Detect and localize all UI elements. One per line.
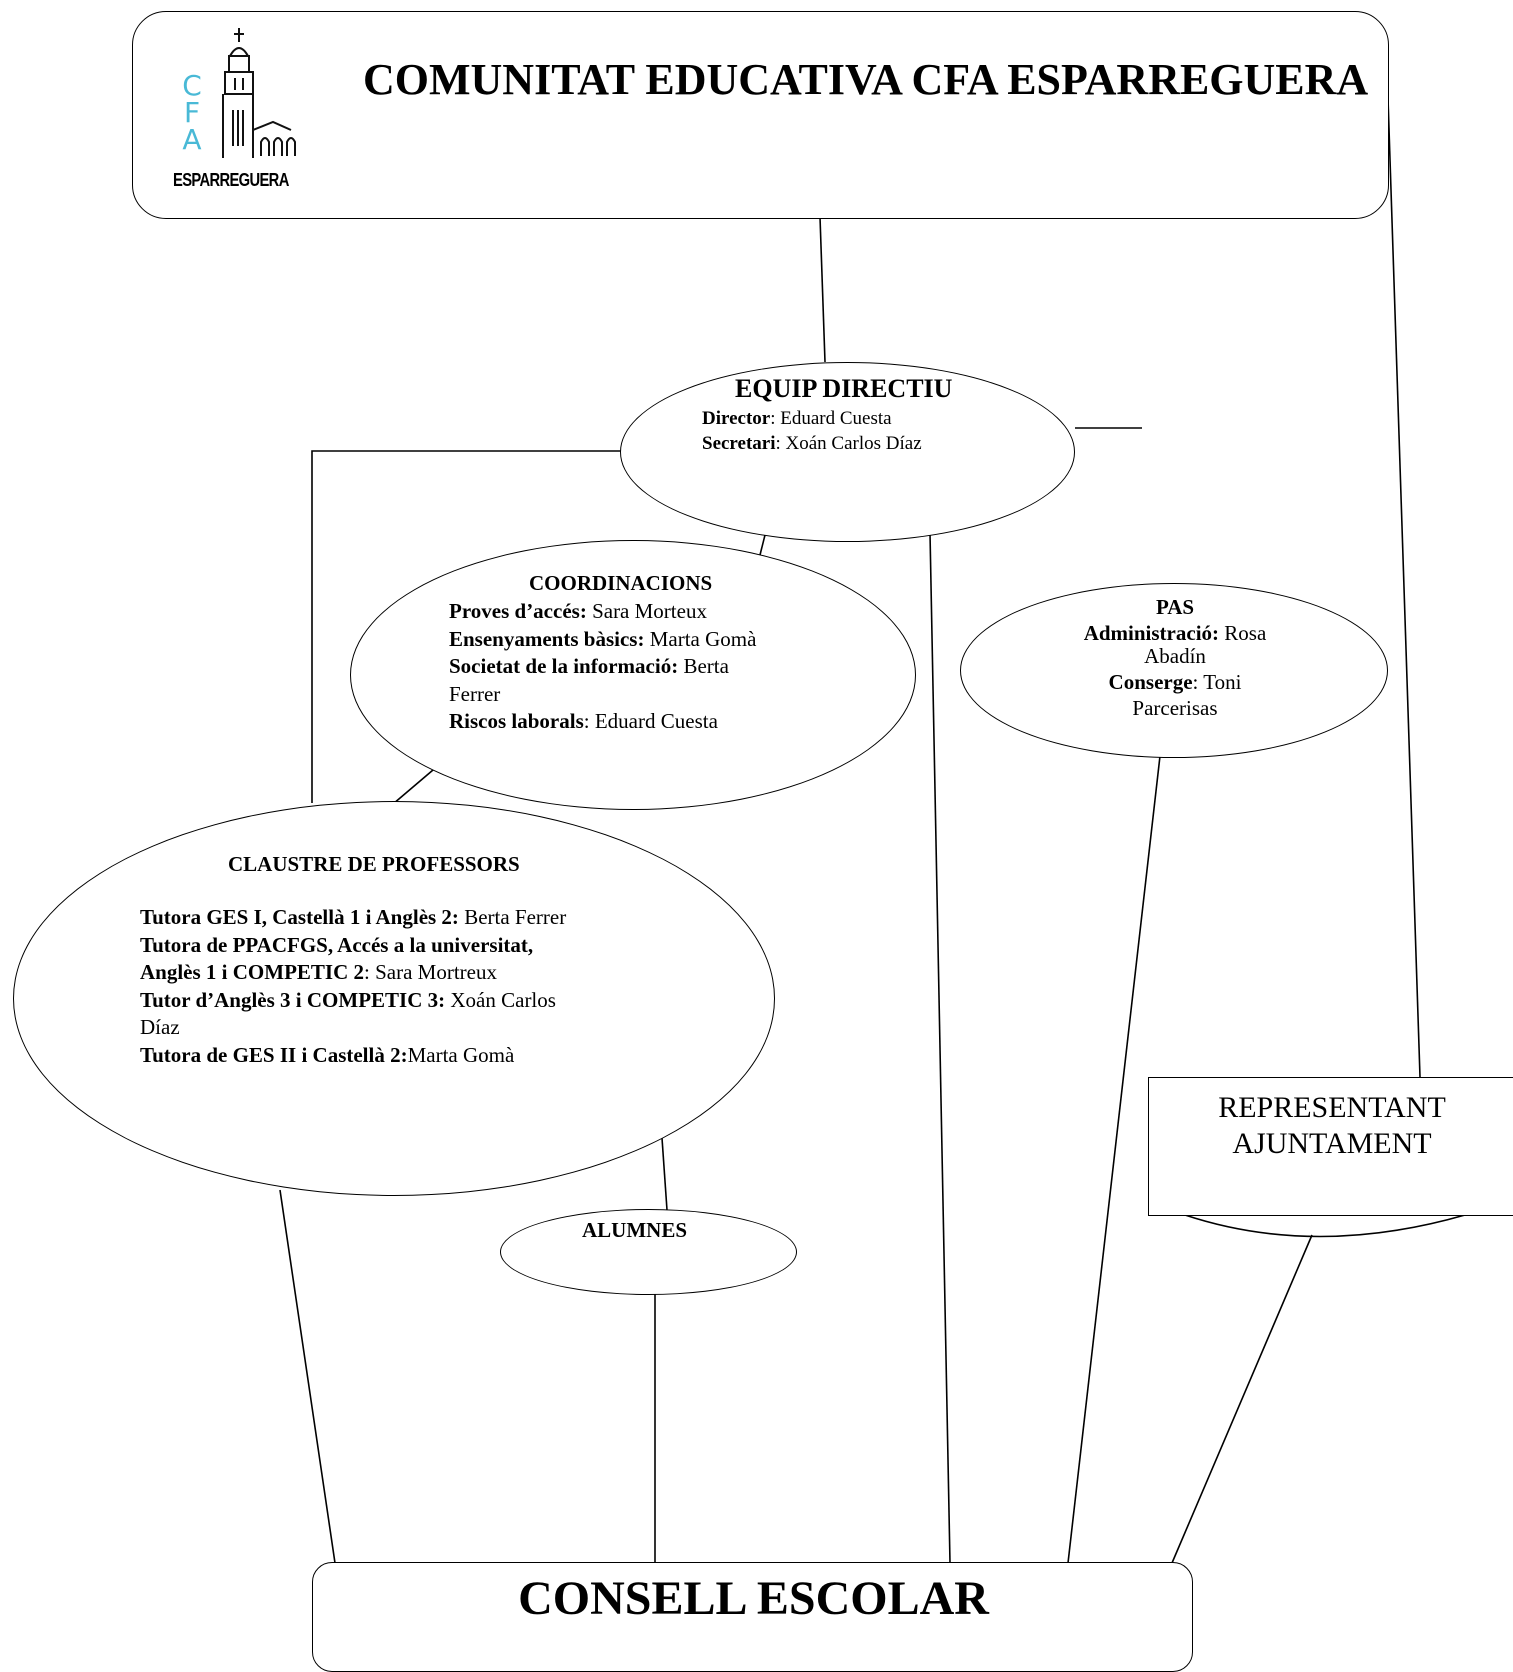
- coordinacio-label: Proves d’accés:: [449, 599, 587, 623]
- coordinacio-item: Riscos laborals: Eduard Cuesta: [449, 708, 756, 736]
- logo-wordmark: ESPARREGUERA: [173, 170, 289, 190]
- director-label: Director: [702, 408, 771, 429]
- coordinacio-value: Berta: [678, 654, 729, 678]
- pas-conserge-row: Conserge: Toni: [1020, 669, 1330, 695]
- connector-representant-consell: [1171, 1234, 1313, 1564]
- consell-escolar-box: CONSELL ESCOLAR: [312, 1562, 1193, 1672]
- claustre-item: Anglès 1 i COMPETIC 2: Sara Mortreux: [140, 959, 566, 987]
- coordinacio-item-cont: Ferrer: [449, 681, 501, 706]
- coordinacio-label: Riscos laborals: [449, 709, 584, 733]
- claustre-label: Anglès 1 i COMPETIC 2: [140, 960, 365, 984]
- representant-line2: AJUNTAMENT: [1232, 1127, 1432, 1160]
- alumnes-node: [500, 1209, 797, 1295]
- coordinacions-list: Proves d’accés: Sara Morteux Ensenyament…: [449, 598, 756, 736]
- secretari-label: Secretari: [702, 433, 776, 454]
- representant-text: REPRESENTANT AJUNTAMENT: [1149, 1090, 1513, 1162]
- claustre-value: Berta Ferrer: [458, 905, 567, 929]
- representant-box: REPRESENTANT AJUNTAMENT: [1148, 1077, 1513, 1216]
- equip-directiu-node: [620, 362, 1075, 542]
- claustre-item: Tutor d’Anglès 3 i COMPETIC 3: Xoán Carl…: [140, 987, 566, 1015]
- coordinacio-label: Societat de la informació:: [449, 654, 679, 678]
- connector-claustre-consell: [279, 1189, 336, 1564]
- connector-claustre-alumnes: [661, 1137, 668, 1211]
- claustre-list: Tutora GES I, Castellà 1 i Anglès 2: Ber…: [140, 904, 566, 1069]
- coordinacio-item: Proves d’accés: Sara Morteux: [449, 598, 756, 626]
- bell-tower-icon: [222, 28, 296, 158]
- admin-value: Rosa: [1219, 621, 1267, 645]
- connector-header-representant: [1387, 97, 1421, 1078]
- connector-header-equip: [819, 216, 826, 363]
- connector-equip-claustre: [311, 450, 622, 803]
- claustre-value: Marta Gomà: [407, 1042, 515, 1067]
- coordinacio-item: Societat de la informació: Berta: [449, 653, 756, 681]
- connector-pas-consell: [1067, 755, 1161, 1564]
- representant-shadow-ellipse: [1184, 1214, 1466, 1238]
- pas-admin-row: Administració: Rosa: [1020, 620, 1330, 646]
- claustre-item: Tutora de PPACFGS, Accés a la universita…: [140, 932, 534, 957]
- claustre-node: [13, 801, 775, 1196]
- admin-label: Administració:: [1083, 621, 1220, 645]
- claustre-item-cont: Díaz: [140, 1015, 180, 1039]
- claustre-item: Tutora de GES II i Castellà 2:Marta Gomà: [140, 1042, 566, 1070]
- header-box: C F A ESPARREGUERA COMUNITAT EDUCATIVA C…: [132, 11, 1389, 219]
- logo-letter-f: F: [183, 96, 201, 129]
- equip-director-row: Director: Eduard Cuesta: [702, 408, 892, 430]
- alumnes-title: ALUMNES: [582, 1218, 688, 1242]
- claustre-value: Xoán Carlos: [445, 987, 556, 1012]
- director-value: : Eduard Cuesta: [770, 408, 892, 429]
- connector-equip-consell: [929, 532, 951, 1564]
- cfa-logo: C F A ESPARREGUERA: [173, 26, 313, 196]
- pas-text: PAS Administració: Rosa Abadín Conserge:…: [1020, 594, 1330, 721]
- pas-conserge-cont: Parcerisas: [1132, 696, 1218, 720]
- pas-admin-cont: Abadín: [1144, 644, 1206, 668]
- pas-title: PAS: [1155, 595, 1195, 619]
- representant-line1: REPRESENTANT: [1218, 1091, 1446, 1124]
- conserge-label: Conserge: [1108, 670, 1193, 694]
- coordinacio-label: Ensenyaments bàsics:: [449, 626, 645, 651]
- claustre-title: CLAUSTRE DE PROFESSORS: [228, 852, 520, 876]
- claustre-label: Tutor d’Anglès 3 i COMPETIC 3:: [140, 987, 446, 1012]
- claustre-label: Tutora GES I, Castellà 1 i Anglès 2:: [140, 905, 459, 929]
- claustre-label: Tutora de GES II i Castellà 2:: [140, 1042, 408, 1067]
- claustre-item: Tutora GES I, Castellà 1 i Anglès 2: Ber…: [140, 904, 566, 932]
- coordinacions-title: COORDINACIONS: [529, 571, 713, 595]
- cfa-letters: C F A: [177, 69, 207, 156]
- connector-coordinacions-claustre: [392, 769, 434, 805]
- coordinacio-value: Marta Gomà: [644, 626, 757, 651]
- secretari-value: : Xoán Carlos Díaz: [775, 433, 922, 454]
- consell-escolar-title: CONSELL ESCOLAR: [518, 1572, 989, 1625]
- coordinacio-value: : Eduard Cuesta: [583, 709, 718, 733]
- coordinacio-item: Ensenyaments bàsics: Marta Gomà: [449, 626, 756, 654]
- pas-node: [960, 583, 1388, 758]
- coordinacio-value: Sara Morteux: [586, 599, 707, 623]
- conserge-value: : Toni: [1192, 670, 1242, 694]
- logo-letter-c: C: [182, 69, 202, 102]
- coordinacions-node: [350, 540, 916, 810]
- claustre-value: : Sara Mortreux: [364, 960, 497, 984]
- equip-secretari-row: Secretari: Xoán Carlos Díaz: [702, 433, 922, 455]
- logo-letter-a: A: [182, 123, 202, 156]
- page-title: COMUNITAT EDUCATIVA CFA ESPARREGUERA: [363, 55, 1369, 104]
- equip-directiu-title: EQUIP DIRECTIU: [735, 374, 953, 403]
